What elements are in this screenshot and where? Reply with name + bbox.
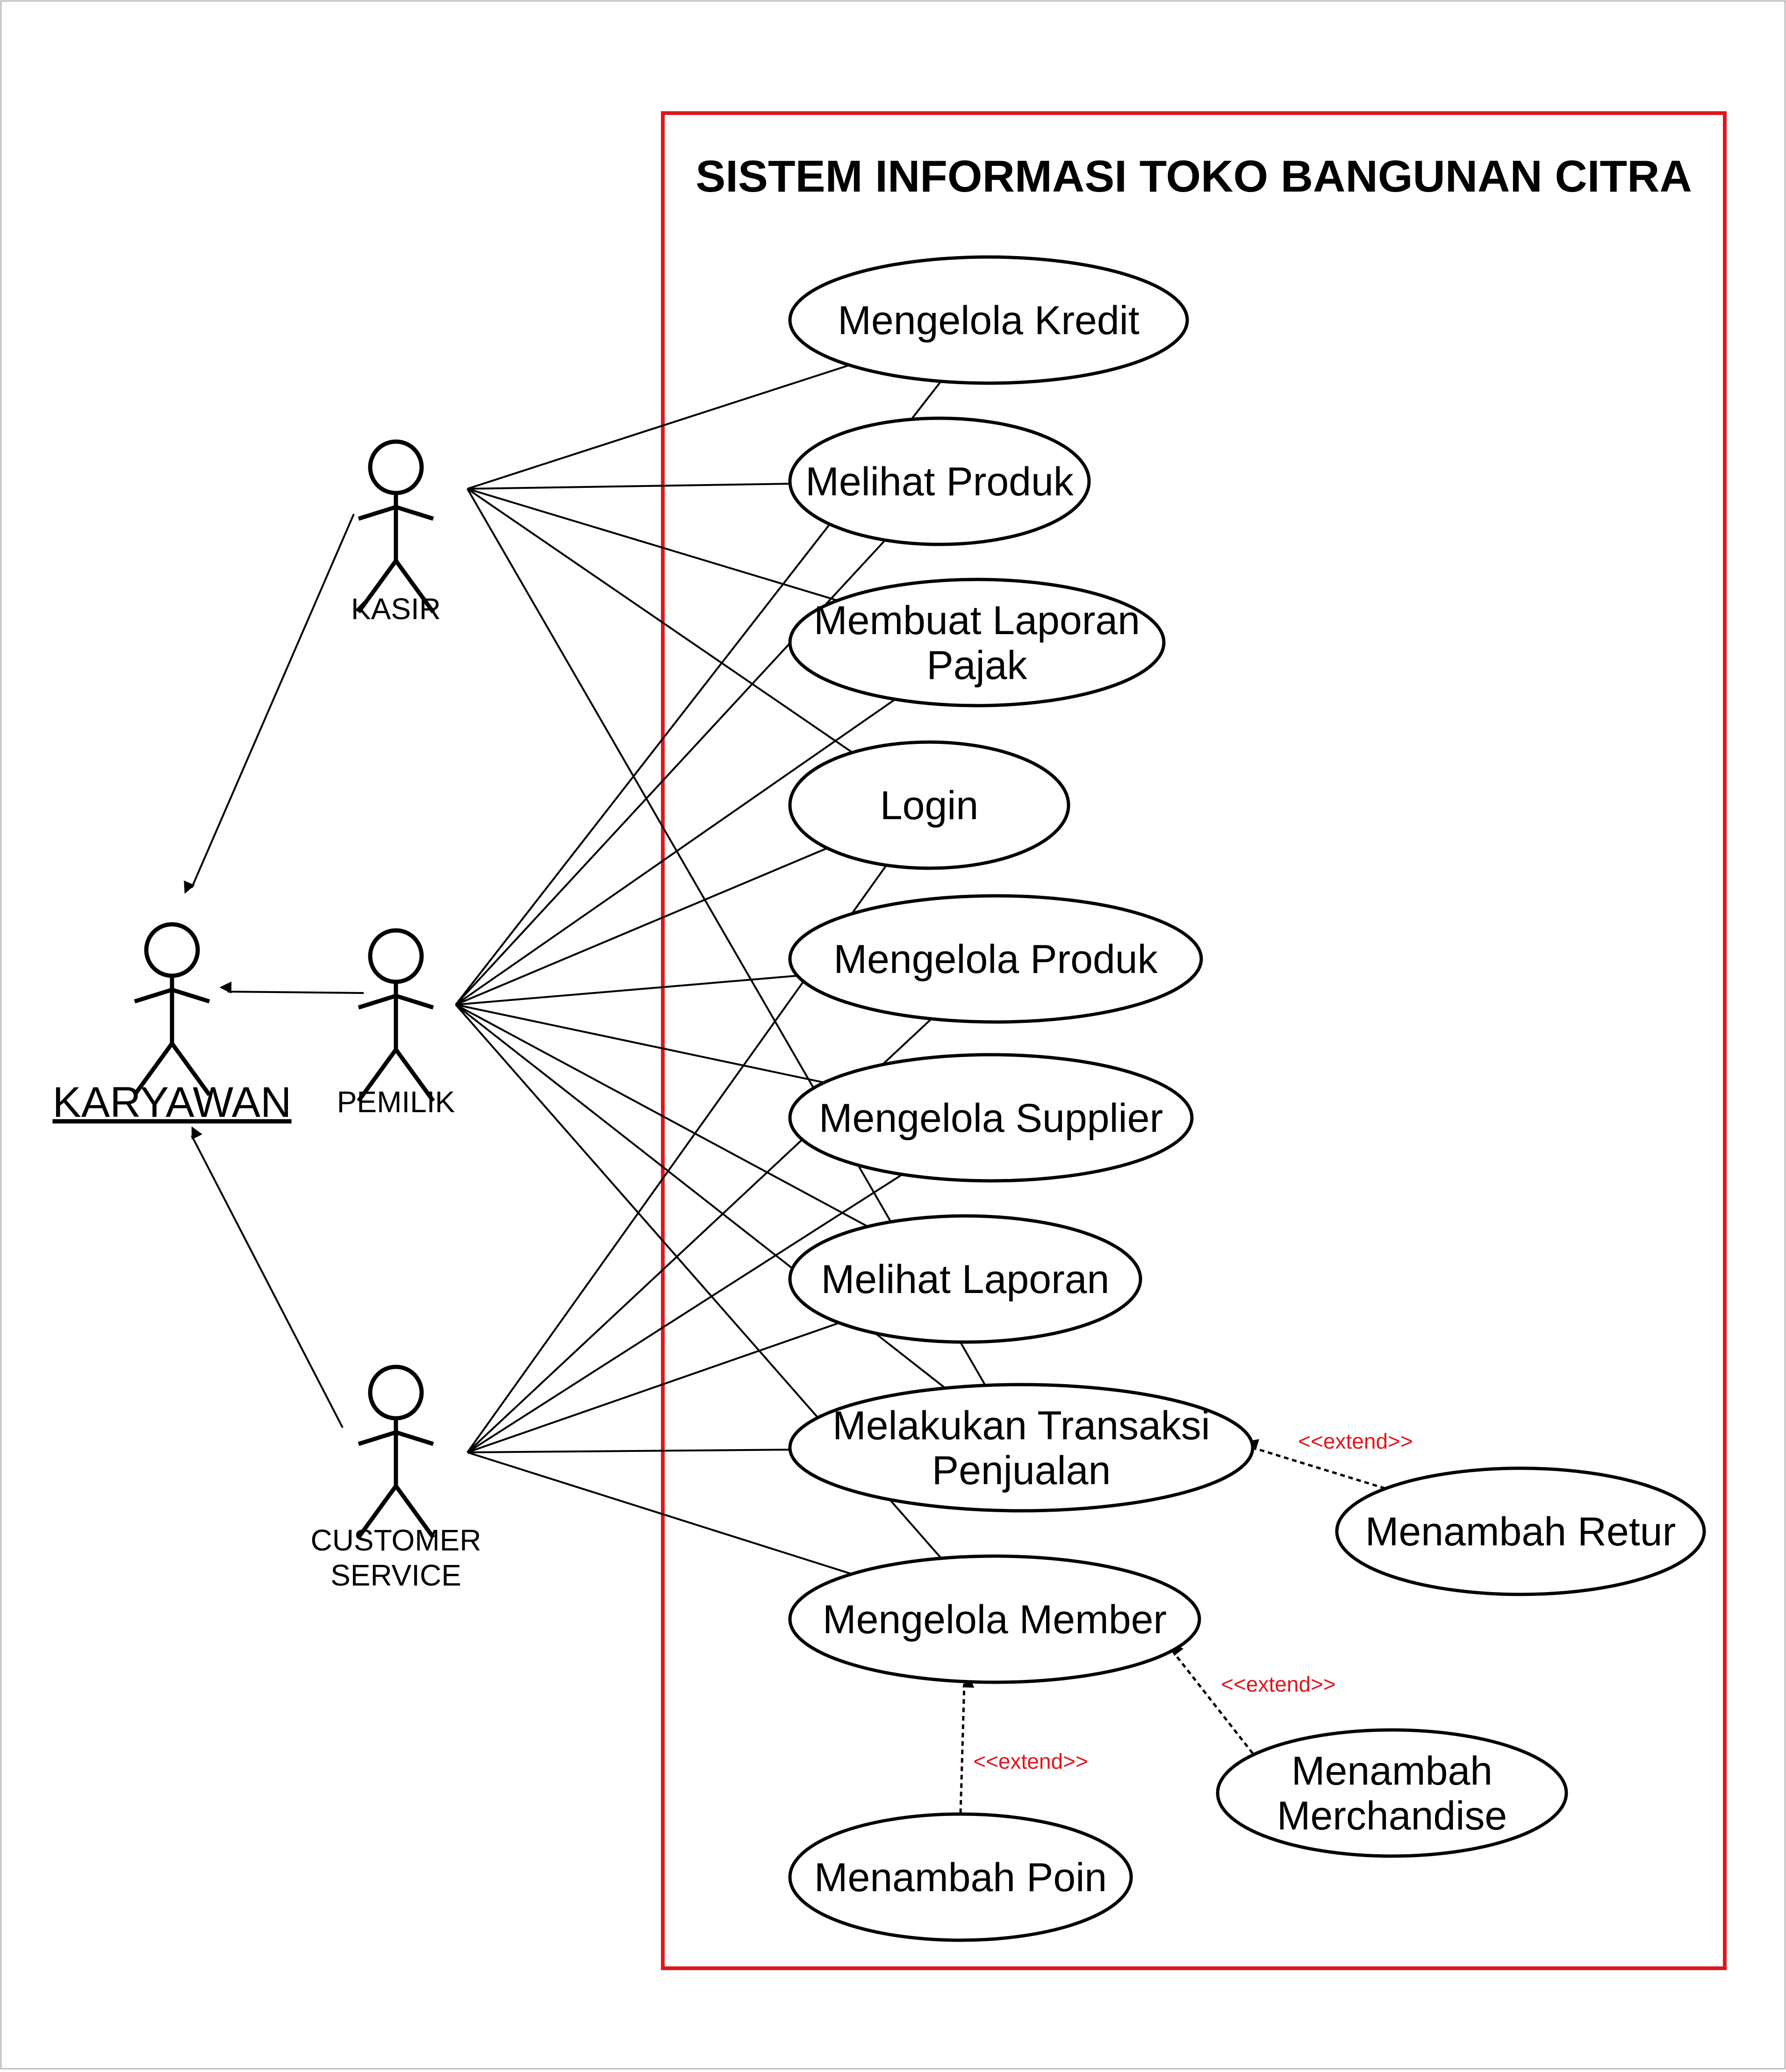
association-customer_service-mengelola_supplier [466,1173,903,1453]
use-case-ellipse [788,1383,1255,1513]
extend-menambah_merchandise-mengelola_member [1171,1643,1254,1754]
actor-head [368,928,424,984]
system-title: SISTEM INFORMASI TOKO BANGUNAN CITRA [696,151,1692,201]
use-case-label: Melihat Produk [805,459,1074,504]
actor-label: KASIR [351,592,441,626]
use-case-label: Mengelola Produk [833,937,1158,982]
use-case-label: Melihat Laporan [821,1257,1110,1302]
use-case-ellipse [788,1053,1194,1183]
use-case-ellipse [1335,1466,1706,1596]
use-case-ellipse [788,578,1166,707]
use-case-mengelola-kredit[interactable]: Mengelola Kredit [788,255,1189,385]
use-case-ellipse [788,1812,1133,1942]
actor-karyawan[interactable]: KARYAWAN [52,922,292,1126]
use-case-mengelola-supplier[interactable]: Mengelola Supplier [788,1053,1194,1183]
association-customer_service-mengelola_member [467,1451,853,1575]
generalization-customer_service-karyawan [191,1126,344,1428]
actor-left-leg [357,559,398,614]
actor-kasir[interactable]: KASIR [351,439,441,626]
actor-right-leg [394,1048,435,1102]
actor-left-arm [134,987,173,1004]
actor-right-leg [170,1042,211,1096]
actor-right-leg [394,559,435,614]
extend-label-menambah_retur: <<extend>> [1298,1429,1413,1453]
association-pemilik-mengelola_supplier [455,1004,825,1084]
actor-pemilik[interactable]: PEMILIK [337,928,455,1119]
extends-layer: <<extend>> <<extend>> <<extend>> [959,1429,1413,1814]
actor-label: CUSTOMER [310,1523,481,1557]
actor-head [368,1365,424,1421]
generalization-kasir-karyawan [184,514,355,894]
use-case-menambah-poin[interactable]: Menambah Poin [788,1812,1133,1942]
use-case-ellipse [788,740,1070,870]
system-boundary [661,111,1727,1970]
use-case-melihat-laporan[interactable]: Melihat Laporan [788,1214,1142,1344]
use-case-ellipse [788,894,1203,1024]
association-pemilik-melihat_laporan [455,1004,868,1228]
extend-menambah_retur-melakukan_transaksi_penjualan [1246,1439,1385,1490]
actor-label: SERVICE [330,1558,461,1592]
use-case-label: Mengelola Member [823,1597,1167,1642]
actor-left-arm [358,505,397,521]
association-pemilik-mengelola_produk [455,975,798,1006]
actor-left-leg [133,1042,174,1096]
use-case-mengelola-member[interactable]: Mengelola Member [788,1554,1201,1684]
use-case-label: Menambah Retur [1365,1509,1676,1554]
generalization-pemilik-karyawan [219,981,364,994]
actor-right-arm [171,987,210,1004]
use-case-label: Pajak [926,643,1027,688]
use-case-label: Menambah Poin [814,1855,1107,1900]
association-customer_service-melakukan_transaksi_penjualan [467,1449,790,1453]
use-case-label: Menambah [1291,1749,1492,1793]
actor-label: PEMILIK [337,1085,455,1119]
use-case-menambah-retur[interactable]: Menambah Retur [1335,1466,1706,1596]
actor-head [144,922,200,978]
use-case-label: Mengelola Kredit [838,298,1139,343]
actor-left-leg [357,1048,398,1102]
use-case-melihat-produk[interactable]: Melihat Produk [788,416,1091,546]
extend-label-menambah_merchandise: <<extend>> [1221,1672,1336,1696]
association-kasir-melihat_produk [467,483,790,490]
use-case-ellipse [788,255,1189,385]
actor-left-arm [358,1430,397,1446]
association-kasir-membuat_laporan_pajak [467,488,838,601]
use-case-label: Merchandise [1277,1793,1507,1838]
actor-right-leg [394,1485,435,1539]
use-case-ellipse [1216,1728,1568,1858]
use-case-login[interactable]: Login [788,740,1070,870]
actor-right-arm [395,993,434,1010]
association-customer_service-melihat_laporan [467,1322,840,1453]
use-case-label: Penjualan [932,1448,1111,1493]
association-kasir-login [466,488,853,754]
association-pemilik-login [455,847,828,1006]
actor-left-arm [358,993,397,1010]
actor-label: KARYAWAN [52,1079,291,1126]
actor-left-leg [357,1485,398,1539]
generalizations-layer [184,514,364,1428]
use-case-label: Melakukan Transaksi [832,1403,1210,1448]
use-case-ellipse [788,1554,1201,1684]
use-case-mengelola-produk[interactable]: Mengelola Produk [788,894,1203,1024]
actor-right-arm [395,505,434,521]
actor-head [368,439,424,495]
use-case-ellipse [788,1214,1142,1344]
use-case-label: Membuat Laporan [814,598,1140,643]
actor-right-arm [395,1430,434,1446]
association-kasir-mengelola_kredit [467,364,850,490]
use-case-label: Login [880,783,978,828]
use-case-ellipse [788,416,1091,546]
use-case-label: Mengelola Supplier [819,1096,1163,1141]
association-pemilik-membuat_laporan_pajak [455,698,896,1006]
extend-label-menambah_poin: <<extend>> [973,1749,1088,1773]
